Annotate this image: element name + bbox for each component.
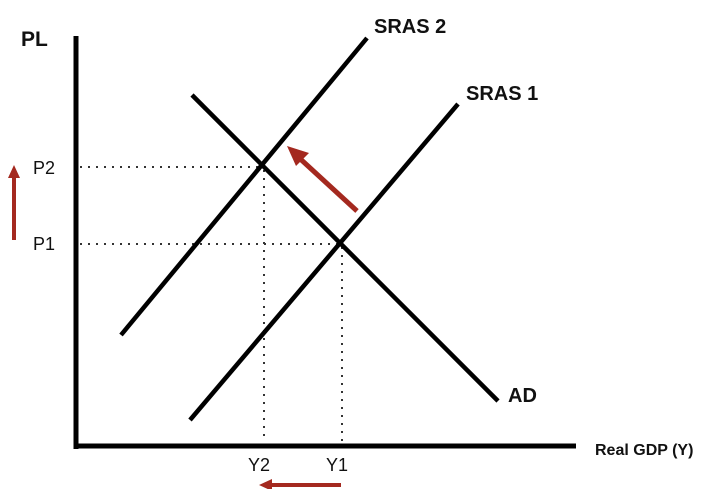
p1-label: P1 — [33, 234, 55, 254]
y2-label: Y2 — [248, 455, 270, 475]
x-axis-label: Real GDP (Y) — [595, 442, 693, 459]
sras-shift-arrow — [294, 153, 359, 213]
sras-shift-arrowhead — [287, 146, 309, 166]
sras2-label: SRAS 2 — [374, 16, 446, 38]
y-axis-label: PL — [21, 28, 48, 51]
ad-curve — [190, 93, 500, 403]
ad-label: AD — [508, 385, 537, 407]
output-down-arrowhead — [259, 479, 272, 489]
p2-label: P2 — [33, 158, 55, 178]
sras1-curve — [188, 102, 460, 422]
sras1-label: SRAS 1 — [466, 83, 538, 105]
price-level-up-arrowhead — [8, 165, 20, 178]
sras2-curve — [119, 36, 369, 337]
y1-label: Y1 — [326, 455, 348, 475]
